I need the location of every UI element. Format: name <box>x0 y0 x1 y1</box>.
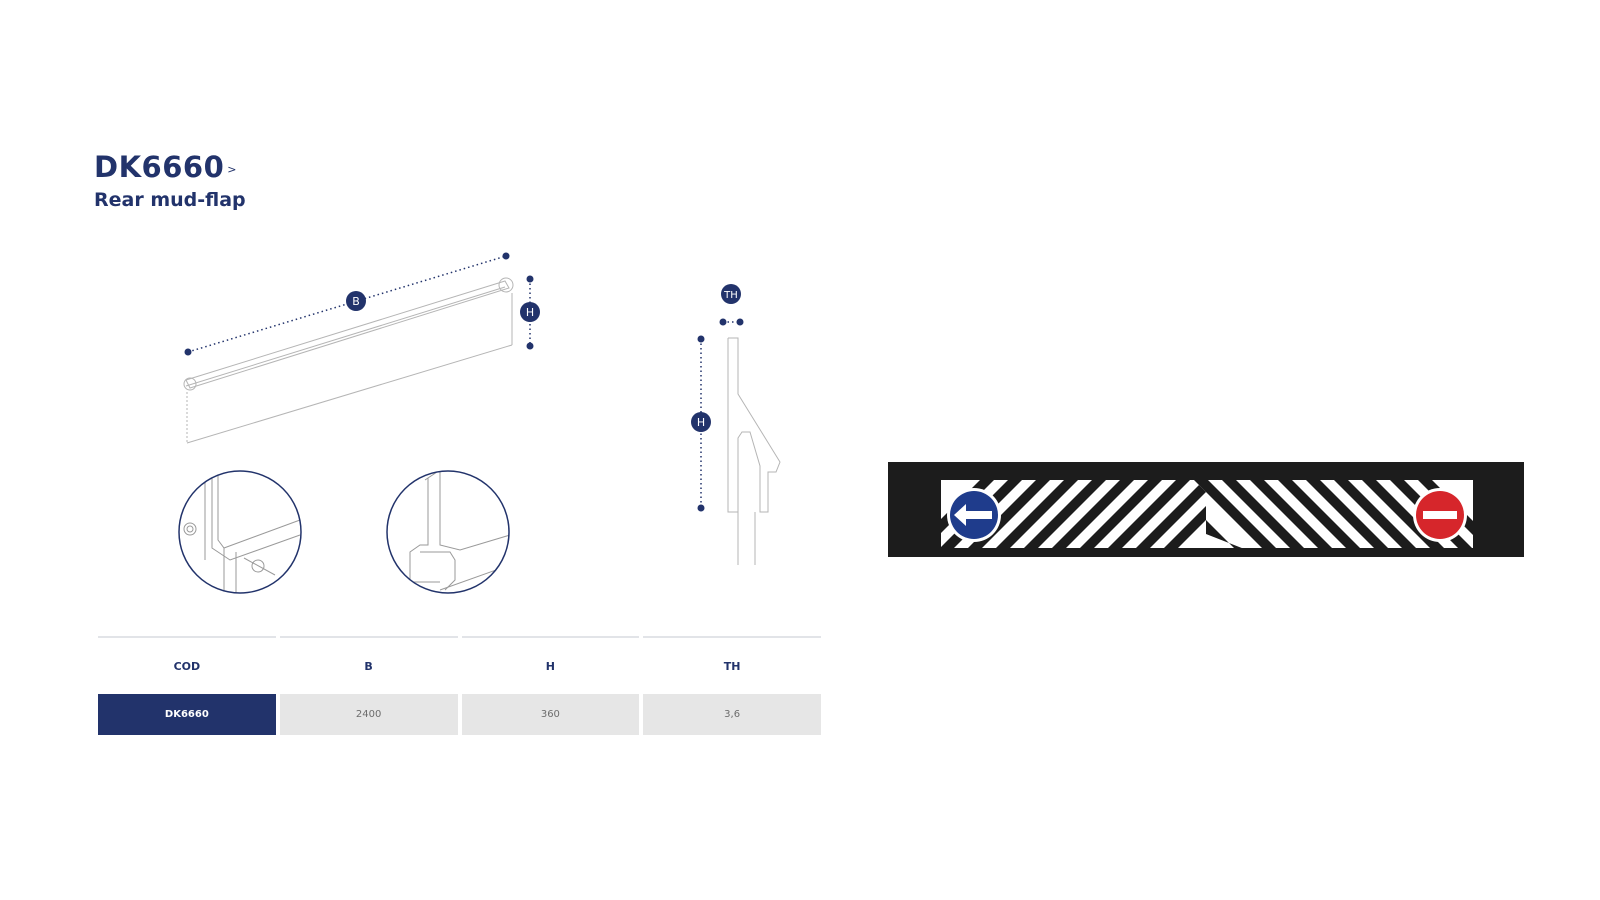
table-cell-b: 2400 <box>279 694 458 735</box>
dimension-h-side: H <box>691 335 711 512</box>
detail-profile-view <box>386 470 510 594</box>
no-entry-sign-icon <box>1413 488 1467 542</box>
chevron-icon: > <box>227 162 237 176</box>
h-side-marker <box>691 412 711 432</box>
table-header-b: B <box>279 636 458 694</box>
blue-left-arrow-sign-icon <box>947 488 1001 542</box>
h-marker-label: H <box>526 306 534 319</box>
detail-rivet-view <box>178 470 302 594</box>
product-code-title: DK6660> <box>94 150 246 184</box>
th-marker <box>721 284 741 304</box>
side-profile-view <box>727 337 781 565</box>
product-name: Rear mud-flap <box>94 189 246 211</box>
dimension-b: B <box>184 252 510 356</box>
table-row: DK6660 2400 360 3,6 <box>98 694 821 735</box>
dimension-h-top: H <box>520 275 540 350</box>
table-cell-h: 360 <box>461 694 640 735</box>
h-marker <box>520 302 540 322</box>
table-header-h: H <box>461 636 640 694</box>
b-marker-label: B <box>352 295 360 308</box>
table-header-row: COD B H TH <box>98 636 821 694</box>
h-side-marker-label: H <box>697 416 705 429</box>
table-header-th: TH <box>643 636 821 694</box>
dimensions-table: COD B H TH DK6660 2400 360 3,6 <box>98 636 821 735</box>
product-heading: DK6660> Rear mud-flap <box>94 150 246 211</box>
table-cell-th: 3,6 <box>643 694 821 735</box>
mudflap-product-image <box>888 462 1524 557</box>
dimension-th: TH <box>719 284 744 326</box>
perspective-view <box>183 277 514 444</box>
table-cell-cod: DK6660 <box>98 694 276 735</box>
product-code-text: DK6660 <box>94 150 225 184</box>
table-header-cod: COD <box>98 636 276 694</box>
chevron-stripes <box>941 480 1473 552</box>
b-marker <box>346 291 366 311</box>
th-marker-label: TH <box>723 290 738 301</box>
